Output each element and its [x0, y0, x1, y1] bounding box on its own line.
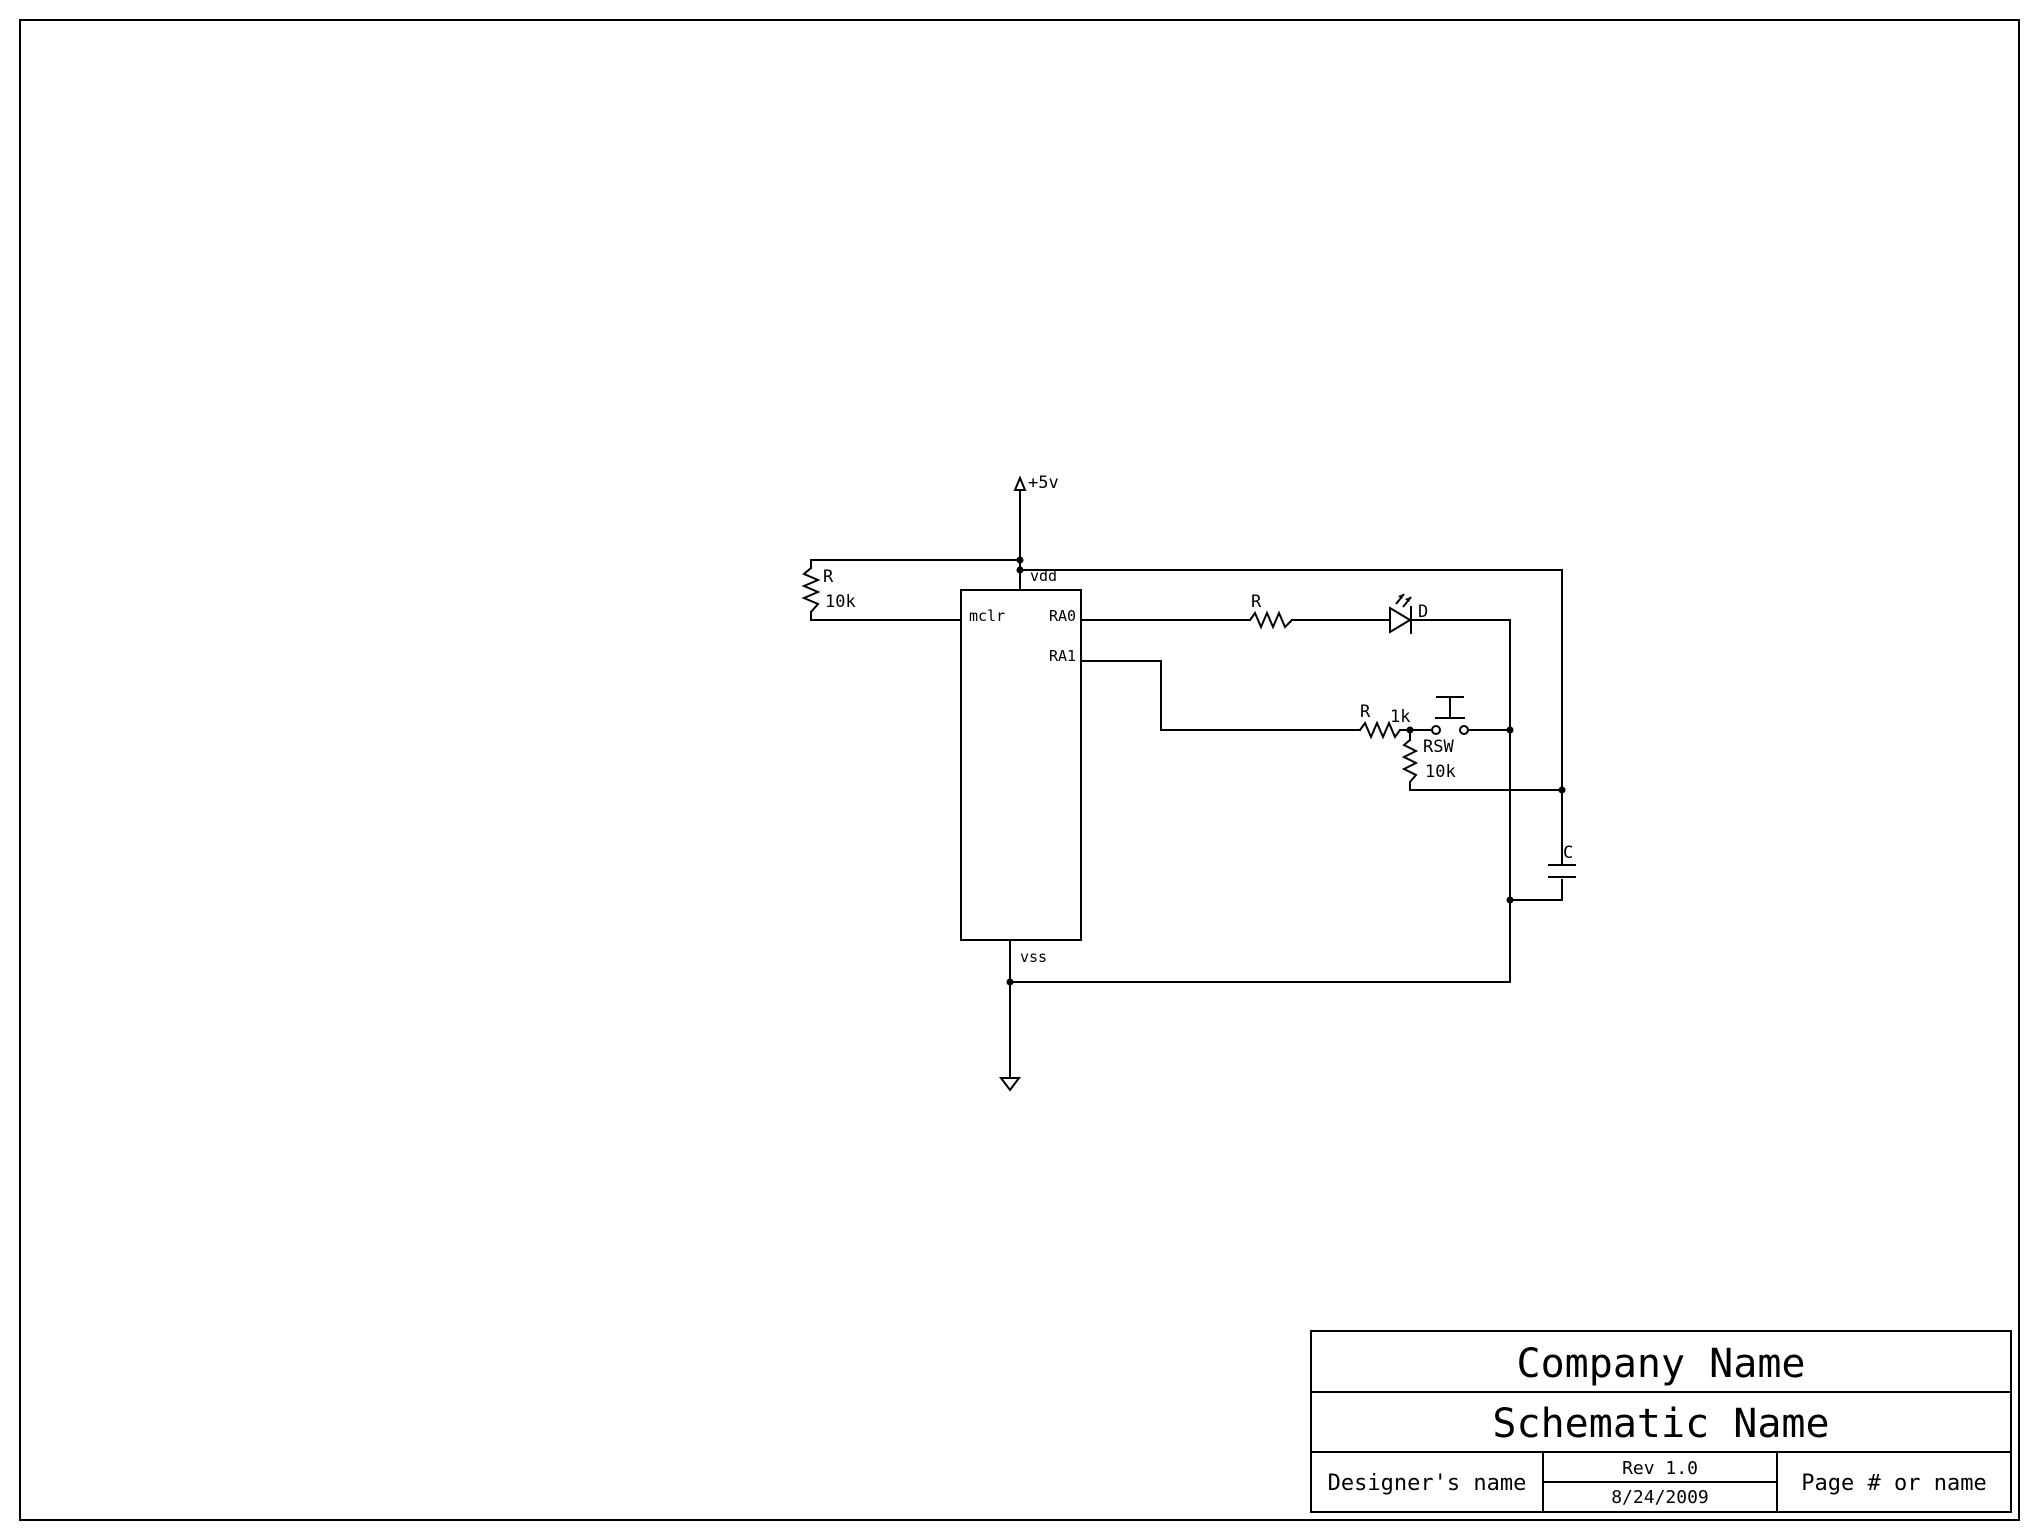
led-diode: D: [1389, 593, 1428, 634]
resistor-led-ref: R: [1251, 592, 1262, 612]
resistor-switch-value: 1k: [1390, 707, 1410, 727]
resistor-led: R: [1249, 592, 1293, 630]
junction-dots: [1006, 556, 1566, 986]
capacitor-ref: C: [1563, 843, 1573, 863]
designer-name: Designer's name: [1328, 1471, 1527, 1496]
pin-mclr-label: mclr: [969, 607, 1005, 625]
pushbutton-switch: [1431, 696, 1469, 735]
power-supply-symbol: +5v: [1013, 473, 1059, 561]
date-label: 8/24/2009: [1611, 1487, 1709, 1508]
switch-value: 10k: [1425, 762, 1456, 782]
company-name: Company Name: [1517, 1341, 1806, 1387]
capacitor: C: [1548, 843, 1576, 878]
sheet-border: [19, 19, 2020, 1521]
resistor-mclr: R 10k: [801, 567, 856, 613]
pin-vss-label: vss: [1020, 948, 1047, 966]
revision-label: Rev 1.0: [1622, 1458, 1698, 1479]
switch-ref: RSW: [1423, 737, 1454, 757]
pin-ra1-label: RA1: [1049, 647, 1076, 665]
power-supply-label: +5v: [1028, 473, 1059, 493]
resistor-switch: R 1k: [1359, 702, 1410, 740]
wires: [810, 559, 1563, 1079]
pin-vdd-label: vdd: [1030, 567, 1057, 585]
resistor-mclr-ref: R: [823, 567, 834, 587]
led-ref: D: [1418, 602, 1428, 622]
resistor-mclr-value: 10k: [825, 592, 856, 612]
pin-ra0-label: RA0: [1049, 607, 1076, 625]
ground-symbol: [999, 1077, 1021, 1092]
resistor-pulldown: RSW 10k: [1401, 737, 1456, 783]
microcontroller-ic: vdd mclr RA0 RA1 vss: [960, 567, 1082, 966]
page-label: Page # or name: [1801, 1471, 1986, 1496]
schematic-name: Schematic Name: [1492, 1401, 1829, 1447]
resistor-switch-ref: R: [1360, 702, 1371, 722]
title-block: Company Name Schematic Name Designer's n…: [1310, 1330, 2012, 1513]
